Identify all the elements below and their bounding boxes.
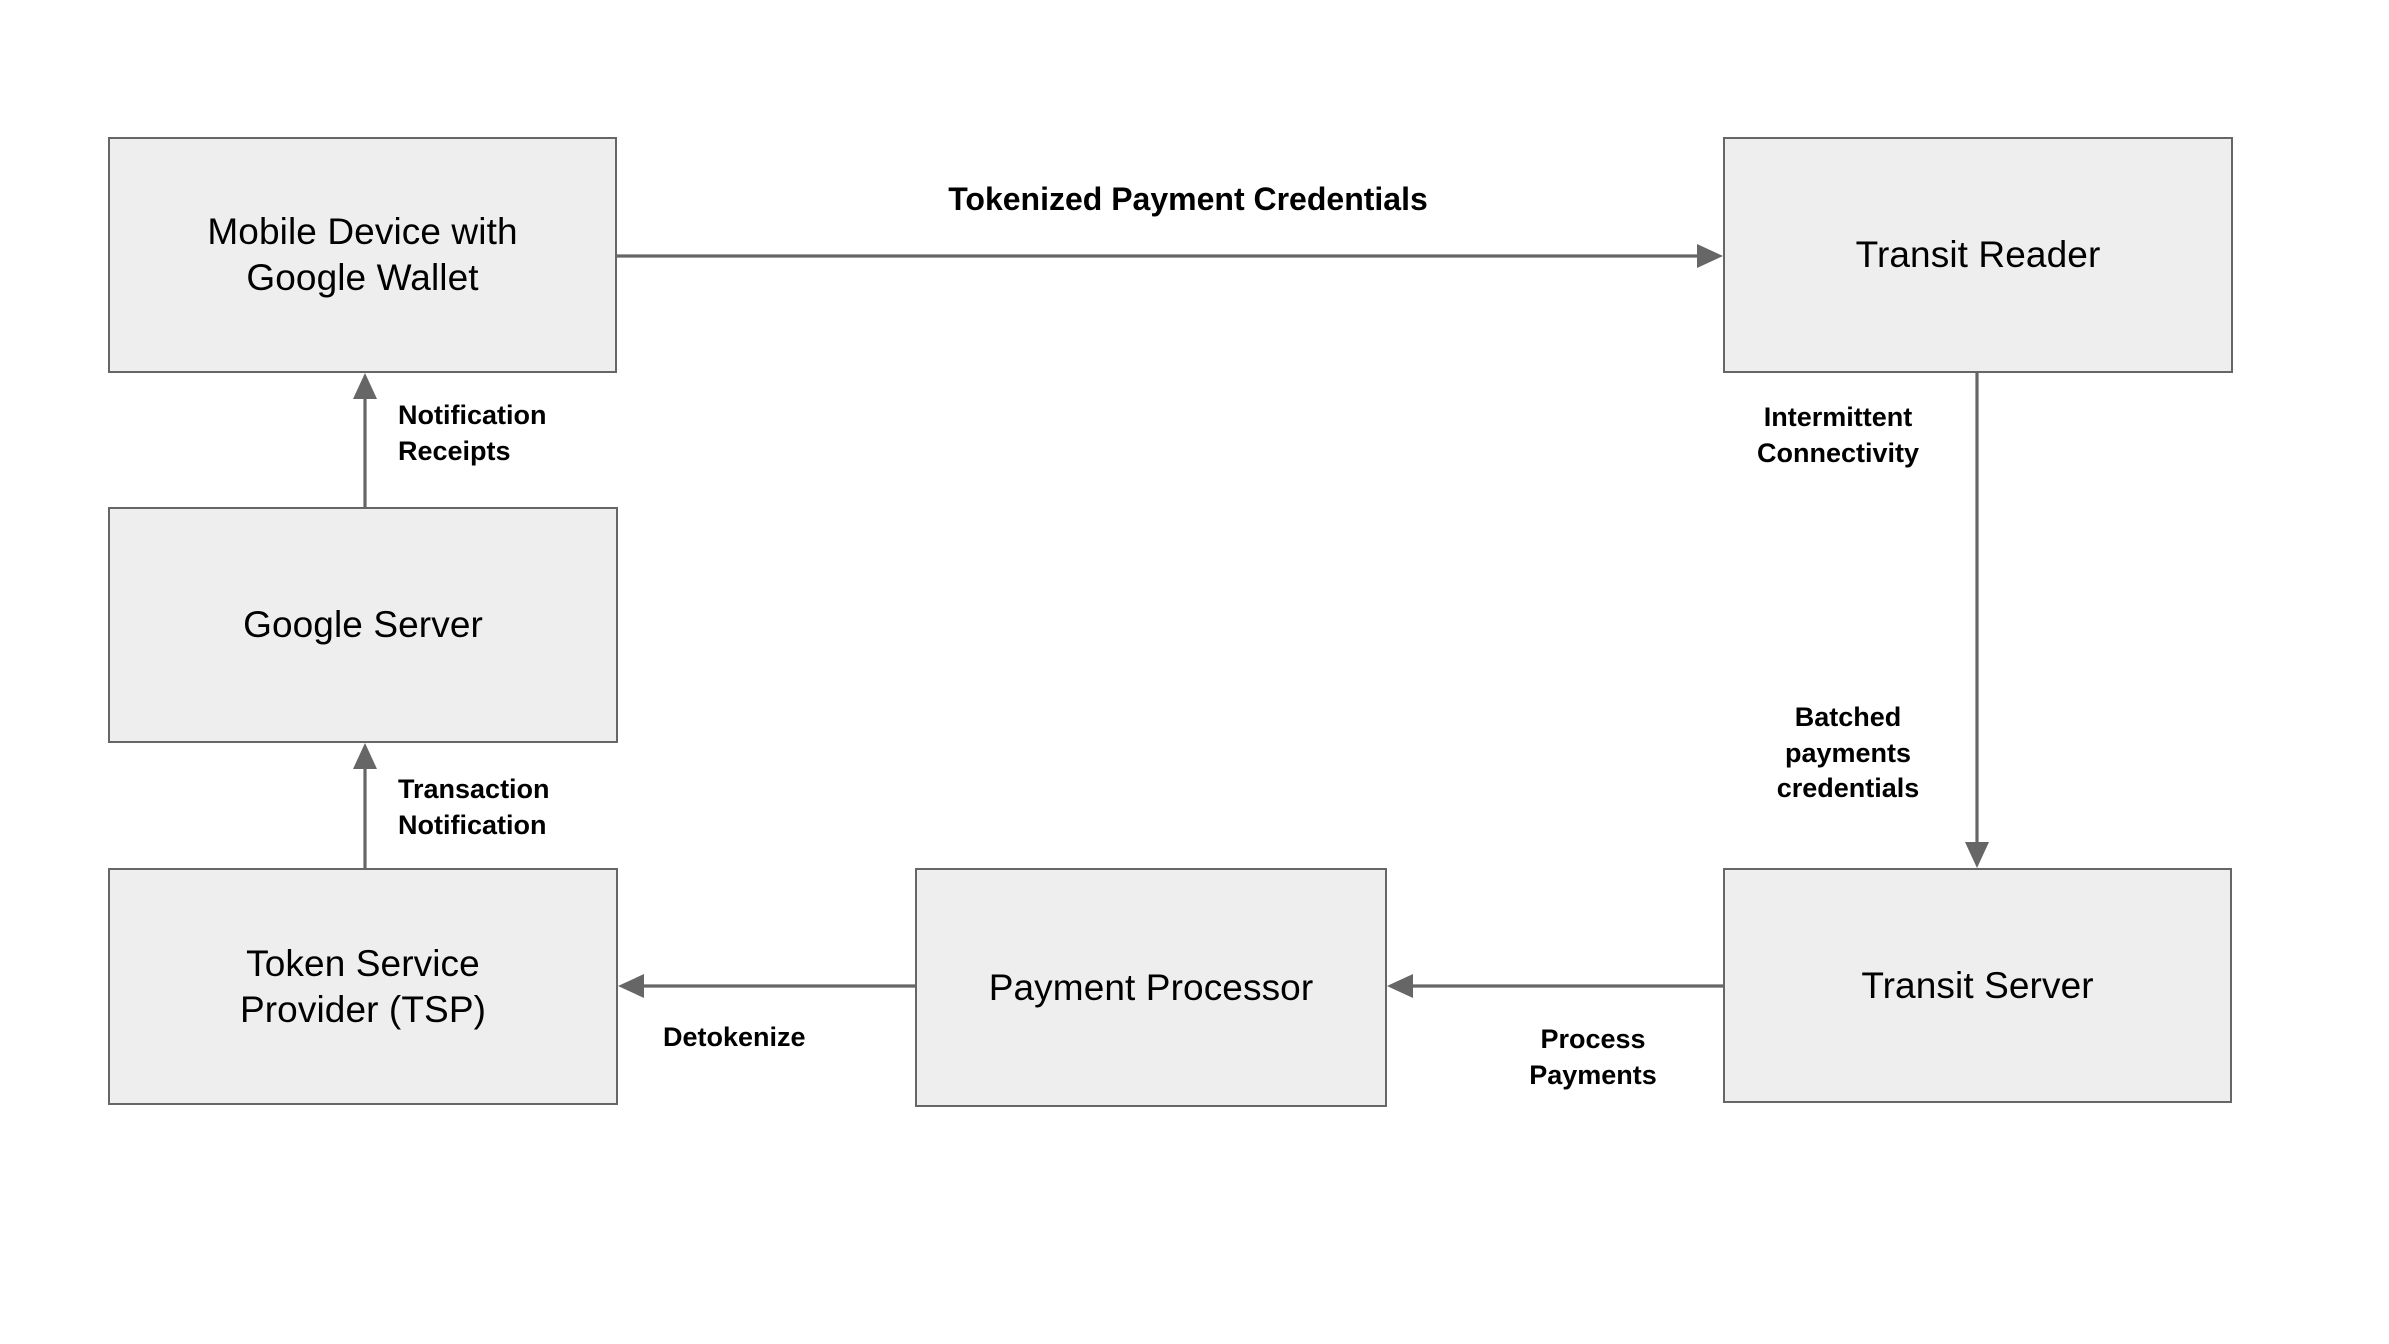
node-mobile-device[interactable]: Mobile Device with Google Wallet [108,137,617,373]
node-google-server[interactable]: Google Server [108,507,618,743]
edge-google-server-to-mobile [353,373,377,507]
node-payment-processor[interactable]: Payment Processor [915,868,1387,1107]
edge-label-notification-receipts: Notification Receipts [398,400,547,466]
edge-payment-processor-to-tsp [618,974,915,998]
node-payment-processor-label: Payment Processor [988,966,1314,1008]
node-transit-reader-label: Transit Reader [1855,234,2101,276]
node-token-service-provider-label: Token Service Provider (TSP) [239,942,487,1030]
edge-label-batched-payments-credentials: Batched payments credentials [1776,702,1920,804]
node-mobile-device-label: Mobile Device with Google Wallet [207,211,518,298]
edge-transit-server-to-payment-processor [1387,974,1723,998]
edge-label-transaction-notification: Transaction Notification [398,774,550,840]
edge-mobile-to-transit-reader [617,244,1723,268]
node-transit-reader[interactable]: Transit Reader [1723,137,2233,373]
node-transit-server-label: Transit Server [1861,964,2094,1006]
edge-label-process-payments: Process Payments [1529,1024,1657,1090]
edge-label-detokenize: Detokenize [663,1022,806,1052]
edge-label-tokenized-payment-credentials: Tokenized Payment Credentials [948,181,1428,217]
node-token-service-provider[interactable]: Token Service Provider (TSP) [108,868,618,1105]
edge-label-intermittent-connectivity: Intermittent Connectivity [1756,402,1920,468]
edge-tsp-to-google-server [353,743,377,868]
node-google-server-label: Google Server [243,604,483,646]
node-transit-server[interactable]: Transit Server [1723,868,2232,1103]
